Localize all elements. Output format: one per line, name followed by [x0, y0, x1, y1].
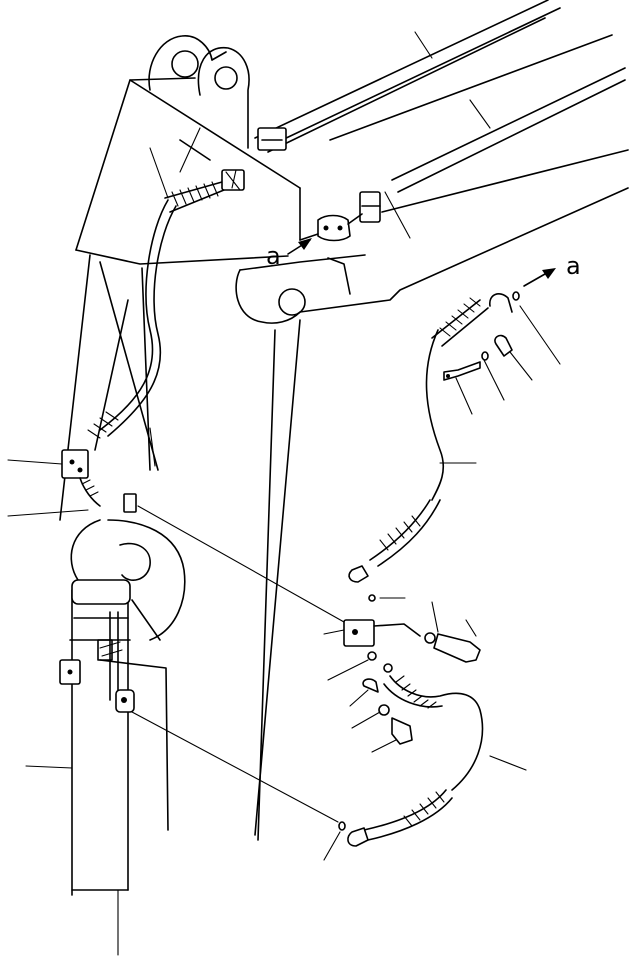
- view-mark-right: a: [523, 252, 581, 287]
- exploded-hose-lower: [338, 675, 484, 847]
- hose-coil-upper: [171, 181, 219, 207]
- hose-coil-lower-top: [395, 675, 437, 709]
- hose-coil-exploded-top: [431, 297, 489, 347]
- exploded-block-assembly: [343, 594, 481, 745]
- upper-clamp-assembly: [257, 127, 381, 242]
- callout-leaders: [7, 31, 561, 956]
- view-mark-left-label: a: [266, 242, 281, 270]
- hose-coil-middle: [87, 411, 119, 439]
- exploded-hose-upper: [348, 291, 520, 583]
- hose-coil-lower-bottom: [403, 791, 445, 827]
- upper-hose-assembly: [61, 169, 245, 513]
- view-mark-left: a: [266, 238, 312, 270]
- hose-coil-exploded-bottom: [379, 515, 421, 551]
- view-mark-right-label: a: [566, 252, 581, 280]
- connection-lines: [131, 505, 345, 823]
- cylinder-fittings: [59, 639, 135, 713]
- boom-structure: [59, 0, 629, 896]
